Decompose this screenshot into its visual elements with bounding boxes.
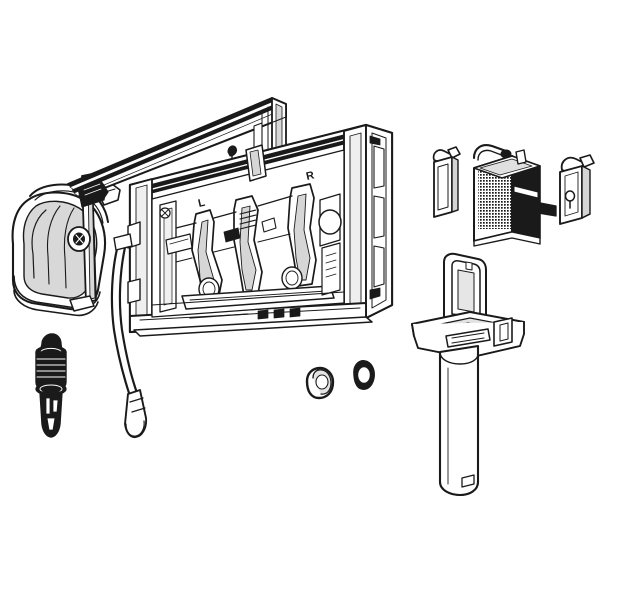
frame-guide-label-left: L — [197, 197, 207, 210]
part-seal-ring-large — [305, 366, 335, 400]
part-flexible-hose-with-connector — [110, 233, 148, 439]
part-seal-ring-small — [353, 360, 375, 390]
part-retaining-clip-left — [432, 146, 461, 218]
part-flush-valve-cartridge — [35, 333, 67, 438]
frame-guide-label-right: R — [305, 169, 315, 182]
part-cistern-mounting-frame — [127, 123, 394, 337]
part-siphon-bellows-assembly — [11, 173, 121, 317]
part-retaining-clip-right — [559, 154, 595, 225]
part-overflow-pipe-with-funnel — [411, 252, 525, 497]
part-odour-extraction-filter-cartridge — [472, 144, 557, 247]
part-hinged-cover-panel — [67, 97, 287, 208]
